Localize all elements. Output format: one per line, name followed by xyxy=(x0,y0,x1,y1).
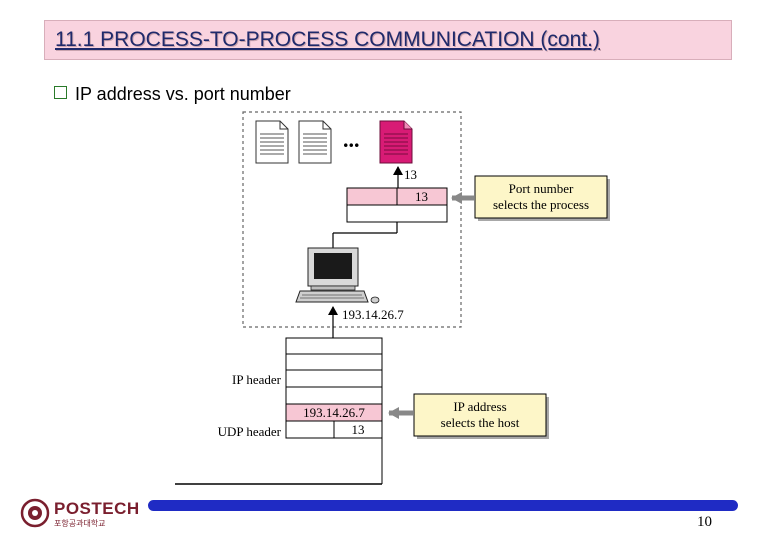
document-icon xyxy=(298,120,332,164)
packet-box xyxy=(285,337,383,439)
ip-callout-line2: selects the host xyxy=(441,415,520,430)
port-label-top: 13 xyxy=(404,167,417,182)
footer-bar xyxy=(148,500,738,511)
ip-callout-box xyxy=(413,393,547,437)
page-number: 10 xyxy=(697,514,712,530)
port-callout-box xyxy=(474,175,608,219)
host-boundary xyxy=(242,111,462,328)
port-callout-line2: selects the process xyxy=(493,197,589,212)
process-document-icon xyxy=(379,120,413,164)
ip-header-label: IP header xyxy=(232,372,282,387)
port-callout-line1: Port number xyxy=(509,181,574,196)
port-field: 13 xyxy=(415,189,428,204)
postech-logo: POSTECH 포항공과대학교 xyxy=(20,496,139,532)
host-ip-label: 193.14.26.7 xyxy=(342,307,404,322)
computer-icon xyxy=(295,247,380,304)
transport-layer-box xyxy=(346,187,448,223)
packet-port-field: 13 xyxy=(352,422,365,437)
udp-header-label: UDP header xyxy=(218,424,282,439)
logo-name: POSTECH xyxy=(54,499,140,518)
document-icon xyxy=(255,120,289,164)
packet-ip-field: 193.14.26.7 xyxy=(303,405,365,420)
logo-subtitle: 포항공과대학교 xyxy=(54,519,106,528)
title-bar: 11.1 PROCESS-TO-PROCESS COMMUNICATION (c… xyxy=(44,20,732,60)
bullet-box-icon xyxy=(54,86,67,99)
bullet-item: IP address vs. port number xyxy=(54,84,291,105)
ellipsis-text: ... xyxy=(343,127,360,152)
bullet-text: IP address vs. port number xyxy=(75,84,291,104)
slide-title: 11.1 PROCESS-TO-PROCESS COMMUNICATION (c… xyxy=(55,28,600,51)
ip-callout-line1: IP address xyxy=(453,399,506,414)
university-seal-icon xyxy=(20,498,50,528)
